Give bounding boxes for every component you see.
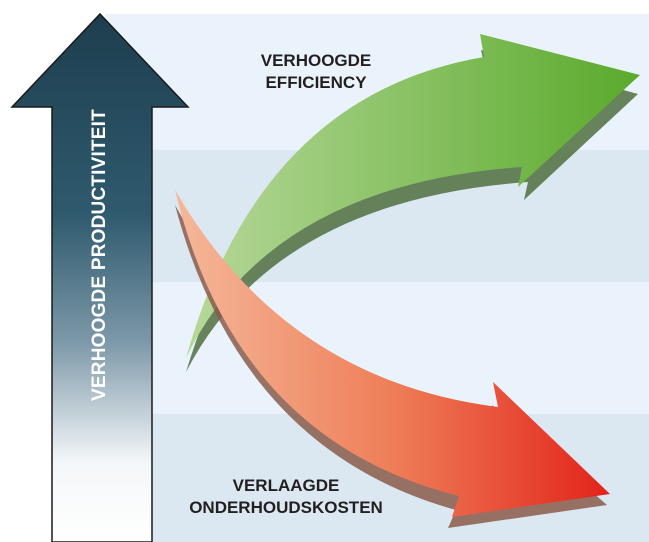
costs-label-line1: VERLAAGDE (232, 476, 340, 495)
productivity-label: VERHOOGDE PRODUCTIVITEIT (89, 109, 110, 401)
efficiency-arrow (186, 34, 640, 358)
efficiency-label-line1: VERHOOGDE (260, 51, 372, 70)
costs-arrow (175, 190, 610, 517)
productivity-arrow (10, 12, 190, 542)
efficiency-label-line2: EFFICIENCY (265, 73, 367, 92)
costs-label: VERLAAGDE ONDERHOUDSKOSTEN (156, 475, 416, 519)
costs-label-line2: ONDERHOUDSKOSTEN (189, 498, 383, 517)
efficiency-label: VERHOOGDE EFFICIENCY (226, 50, 406, 94)
